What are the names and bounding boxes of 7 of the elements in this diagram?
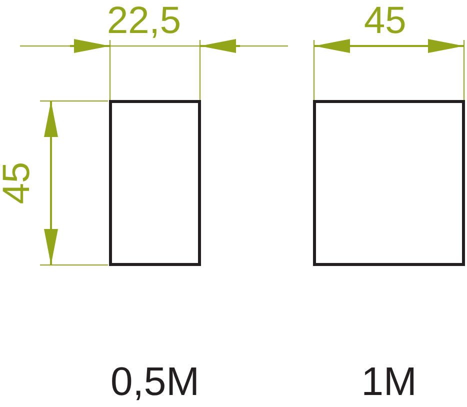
dimension-label: 45 [364, 2, 406, 40]
rectangle [109, 100, 201, 266]
size-label: 0,5M [110, 362, 200, 402]
rectangle [313, 100, 465, 266]
size-label: 1M [361, 362, 417, 402]
dimension-label: 22,5 [107, 2, 181, 40]
dimension-label: 45 [0, 162, 36, 204]
